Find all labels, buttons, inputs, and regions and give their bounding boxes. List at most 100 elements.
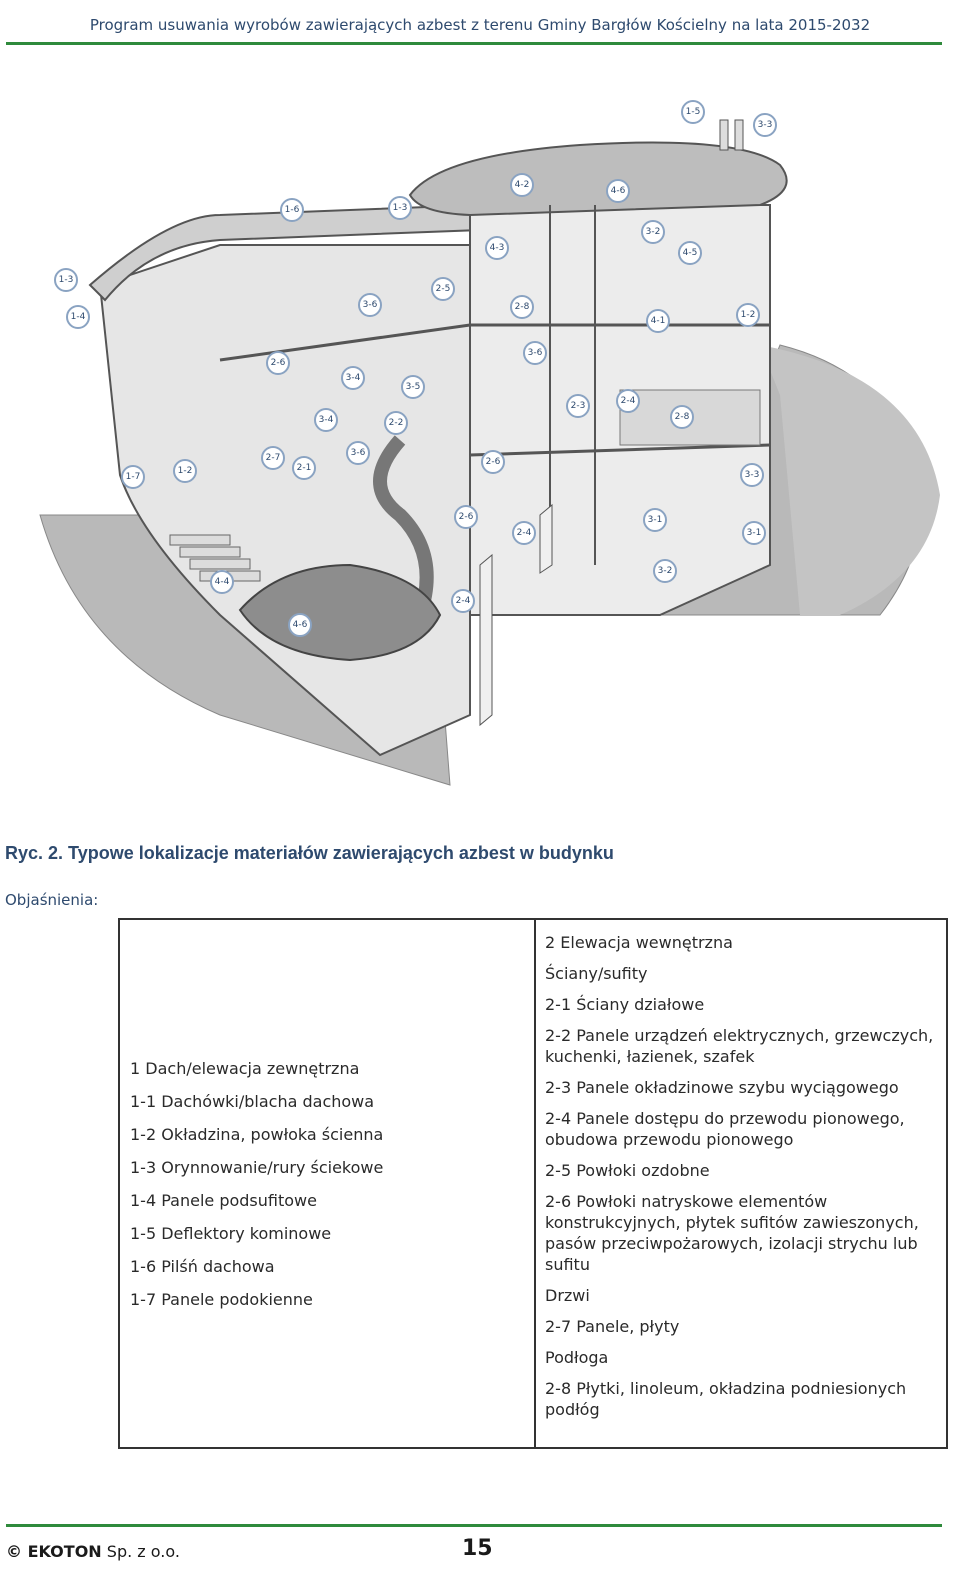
badge-label: 3-4 — [346, 373, 361, 383]
location-badge: 1-7 — [121, 465, 145, 489]
badge-label: 2-5 — [436, 284, 451, 294]
badge-label: 2-3 — [571, 401, 586, 411]
location-badge: 3-1 — [643, 508, 667, 532]
badge-label: 3-1 — [747, 528, 762, 538]
badge-circle — [681, 100, 705, 124]
location-badge: 1-3 — [54, 268, 78, 292]
badge-label: 3-4 — [319, 415, 334, 425]
badge-label: 1-7 — [126, 472, 141, 482]
badge-label: 1-2 — [741, 310, 756, 320]
location-badge: 2-5 — [431, 277, 455, 301]
location-badge: 3-6 — [346, 441, 370, 465]
badge-label: 3-3 — [758, 120, 773, 130]
fence-post — [539, 503, 553, 574]
legend-item: 2-5 Powłoki ozdobne — [545, 1161, 710, 1180]
badge-label: 1-4 — [71, 312, 86, 322]
badge-circle — [261, 446, 285, 470]
location-badge: 1-2 — [736, 303, 760, 327]
location-badge: 3-3 — [740, 463, 764, 487]
badge-label: 4-3 — [490, 243, 505, 253]
location-badge: 4-6 — [288, 613, 312, 637]
location-badge: 3-2 — [641, 220, 665, 244]
location-badge: 2-3 — [566, 394, 590, 418]
footer-rule — [6, 1524, 942, 1527]
badge-label: 1-2 — [178, 466, 193, 476]
badge-label: 2-1 — [297, 463, 312, 473]
page-number: 15 — [462, 1536, 493, 1561]
badge-label: 2-4 — [517, 528, 532, 538]
badge-circle — [54, 268, 78, 292]
badge-circle — [740, 463, 764, 487]
chimney-deflector — [719, 119, 729, 151]
page-header: Program usuwania wyrobów zawierających a… — [0, 0, 960, 46]
right-roof — [408, 141, 788, 217]
location-badge: 2-1 — [292, 456, 316, 480]
badge-circle — [288, 613, 312, 637]
figure-caption: Ryc. 2. Typowe lokalizacje materiałów za… — [5, 843, 614, 863]
header-title: Program usuwania wyrobów zawierających a… — [89, 16, 871, 34]
badge-label: 2-4 — [621, 396, 636, 406]
legend-item: 1-5 Deflektory kominowe — [130, 1224, 332, 1243]
badge-label: 3-5 — [406, 382, 421, 392]
location-badge: 3-6 — [358, 293, 382, 317]
badge-label: 4-5 — [683, 248, 698, 258]
badge-circle — [358, 293, 382, 317]
badge-circle — [384, 411, 408, 435]
badge-label: 2-7 — [266, 453, 281, 463]
badge-circle — [280, 198, 304, 222]
legend-item: 1-7 Panele podokienne — [130, 1290, 313, 1309]
badge-circle — [653, 559, 677, 583]
badge-circle — [670, 405, 694, 429]
legend-item: 1-6 Pilśń dachowa — [130, 1257, 275, 1276]
car — [238, 563, 442, 662]
location-badge: 1-5 — [681, 100, 705, 124]
location-badge: 1-3 — [388, 196, 412, 220]
badge-label: 3-6 — [351, 448, 366, 458]
badge-circle — [388, 196, 412, 220]
legend-item: Podłoga — [545, 1348, 609, 1367]
legend-item: 2-8 Płytki, linoleum, okładzina podniesi… — [545, 1379, 907, 1419]
chimney-deflector — [734, 119, 744, 151]
legend-item: 2-3 Panele okładzinowe szybu wyciągowego — [545, 1078, 899, 1097]
floor-line — [469, 443, 771, 457]
location-badge: 3-4 — [341, 366, 365, 390]
legend-item: 1-3 Orynnowanie/rury ściekowe — [130, 1158, 384, 1177]
badge-circle — [173, 459, 197, 483]
badge-label: 2-8 — [515, 302, 530, 312]
legend-label: Objaśnienia: — [5, 891, 99, 909]
legend-item: 1 Dach/elewacja zewnętrzna — [130, 1059, 360, 1078]
badge-label: 3-6 — [528, 348, 543, 358]
badge-label: 4-1 — [651, 316, 666, 326]
location-badge: 2-6 — [266, 351, 290, 375]
footer-company: © EKOTON Sp. z o.o. — [6, 1542, 180, 1561]
badge-circle — [401, 375, 425, 399]
location-badge: 2-7 — [261, 446, 285, 470]
badge-circle — [646, 309, 670, 333]
badge-circle — [314, 408, 338, 432]
badge-circle — [341, 366, 365, 390]
badge-circle — [566, 394, 590, 418]
badge-label: 3-1 — [648, 515, 663, 525]
badge-label: 2-6 — [459, 512, 474, 522]
badge-circle — [481, 450, 505, 474]
badge-circle — [736, 303, 760, 327]
legend-item: 1-2 Okładzina, powłoka ścienna — [130, 1125, 384, 1144]
table-divider — [534, 920, 536, 1447]
location-badge: 3-2 — [653, 559, 677, 583]
location-badge: 1-4 — [66, 305, 90, 329]
location-badge: 2-6 — [481, 450, 505, 474]
badge-label: 3-3 — [745, 470, 760, 480]
location-badge: 3-5 — [401, 375, 425, 399]
badge-label: 4-2 — [515, 180, 530, 190]
badge-label: 1-5 — [686, 107, 701, 117]
badge-circle — [742, 521, 766, 545]
badge-label: 2-8 — [675, 412, 690, 422]
badge-circle — [66, 305, 90, 329]
location-badge: 3-4 — [314, 408, 338, 432]
location-badge: 4-6 — [606, 179, 630, 203]
location-badge: 2-4 — [451, 589, 475, 613]
